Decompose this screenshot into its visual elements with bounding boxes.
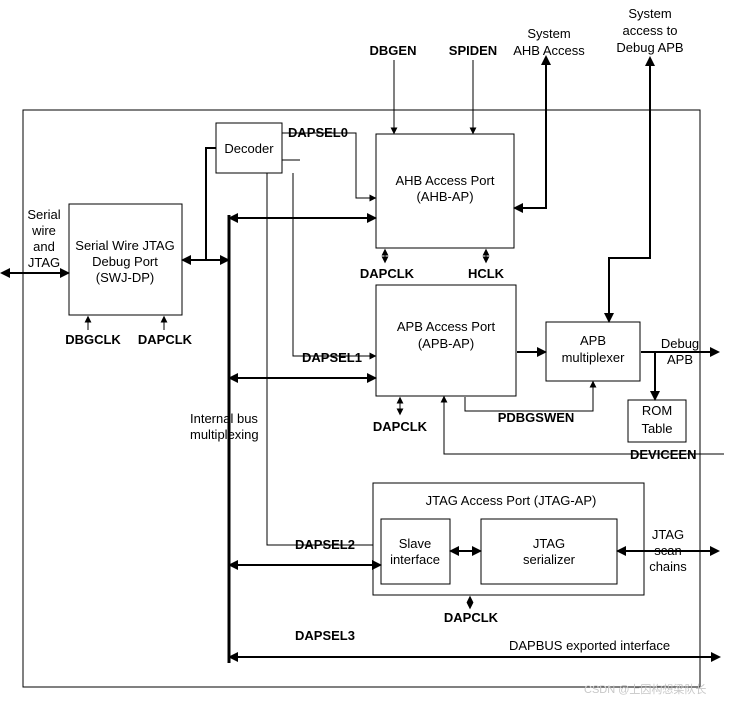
system-ahb-line2: AHB Access: [513, 43, 585, 58]
rom-table-block: ROM Table: [627, 399, 687, 443]
dapsel2-label: DAPSEL2: [295, 537, 355, 552]
apb-mux-line2: multiplexer: [562, 350, 626, 365]
dapclk-swj-label: DAPCLK: [138, 332, 193, 347]
dapbus-label: DAPBUS exported interface: [509, 638, 670, 653]
outer-boundary: [22, 109, 701, 688]
apb-ap-title: APB Access Port: [397, 319, 496, 334]
watermark: CSDN @上因构想梁队长: [584, 682, 706, 696]
serial-wire-line2: wire: [31, 223, 56, 238]
dbgen-label: DBGEN: [370, 43, 417, 58]
serial-wire-line3: and: [33, 239, 55, 254]
deviceen-line: [440, 395, 724, 455]
jtag-serializer-line2: serializer: [523, 552, 576, 567]
ahb-ap-block: AHB Access Port (AHB-AP): [375, 133, 515, 249]
rom-table-line1: ROM: [642, 403, 672, 418]
dapsel3-label: DAPSEL3: [295, 628, 355, 643]
debug-apb-line1: Debug: [661, 336, 699, 351]
dapclk-ahb-label: DAPCLK: [360, 266, 415, 281]
swj-to-decoder-link: [205, 147, 216, 260]
ahb-system-access-arrow: [513, 55, 551, 213]
pdbgswen-line: [464, 380, 597, 412]
slave-interface-line2: interface: [390, 552, 440, 567]
slave-interface-block: [380, 518, 451, 585]
dapsel0-line: [282, 132, 377, 202]
dapsel1-label: DAPSEL1: [302, 350, 362, 365]
rom-table-line2: Table: [641, 421, 672, 436]
decoder-label: Decoder: [224, 141, 274, 156]
swj-dp-block: Serial Wire JTAG Debug Port (SWJ-DP): [68, 203, 183, 316]
swj-dp-line2: Debug Port: [92, 254, 158, 269]
pdbgswen-label: PDBGSWEN: [498, 410, 575, 425]
swj-dp-line1: Serial Wire JTAG: [75, 238, 174, 253]
deviceen-label: DEVICEEN: [630, 447, 696, 462]
spiden-label: SPIDEN: [449, 43, 497, 58]
hclk-label: HCLK: [468, 266, 505, 281]
system-debug-apb-arrow: [604, 56, 655, 323]
apb-ap-block: APB Access Port (APB-AP): [375, 284, 517, 397]
apb-mux-block: APB multiplexer: [545, 321, 641, 382]
internal-bus-line1: Internal bus: [190, 411, 258, 426]
system-ahb-line1: System: [527, 26, 570, 41]
dapsel2-line: [266, 173, 382, 549]
system-apb-line3: Debug APB: [616, 40, 683, 55]
jtag-ap-title: JTAG Access Port (JTAG-AP): [426, 493, 597, 508]
apb-mux-line1: APB: [580, 333, 606, 348]
ahb-ap-subtitle: (AHB-AP): [416, 189, 473, 204]
system-apb-line2: access to: [623, 23, 678, 38]
dapsel0-label: DAPSEL0: [288, 125, 348, 140]
serial-wire-line1: Serial: [27, 207, 60, 222]
ahb-ap-title: AHB Access Port: [396, 173, 495, 188]
system-apb-line1: System: [628, 6, 671, 21]
jtag-scan-line1: JTAG: [652, 527, 684, 542]
jtag-serializer-line1: JTAG: [533, 536, 565, 551]
swj-dp-line3: (SWJ-DP): [96, 270, 155, 285]
dbgclk-label: DBGCLK: [65, 332, 121, 347]
internal-bus-line2: multiplexing: [190, 427, 259, 442]
jtag-scan-line3: chains: [649, 559, 687, 574]
jtag-ap-block: JTAG Access Port (JTAG-AP) Slave interfa…: [372, 482, 645, 596]
dapclk-apb-label: DAPCLK: [373, 419, 428, 434]
serial-wire-line4: JTAG: [28, 255, 60, 270]
dapsel1-line: [292, 173, 377, 360]
debug-apb-line2: APB: [667, 352, 693, 367]
slave-interface-line1: Slave: [399, 536, 432, 551]
jtag-scan-line2: scan: [654, 543, 681, 558]
decoder-block: Decoder: [215, 122, 283, 174]
apb-ap-subtitle: (APB-AP): [418, 336, 474, 351]
dapclk-jtag-label: DAPCLK: [444, 610, 499, 625]
